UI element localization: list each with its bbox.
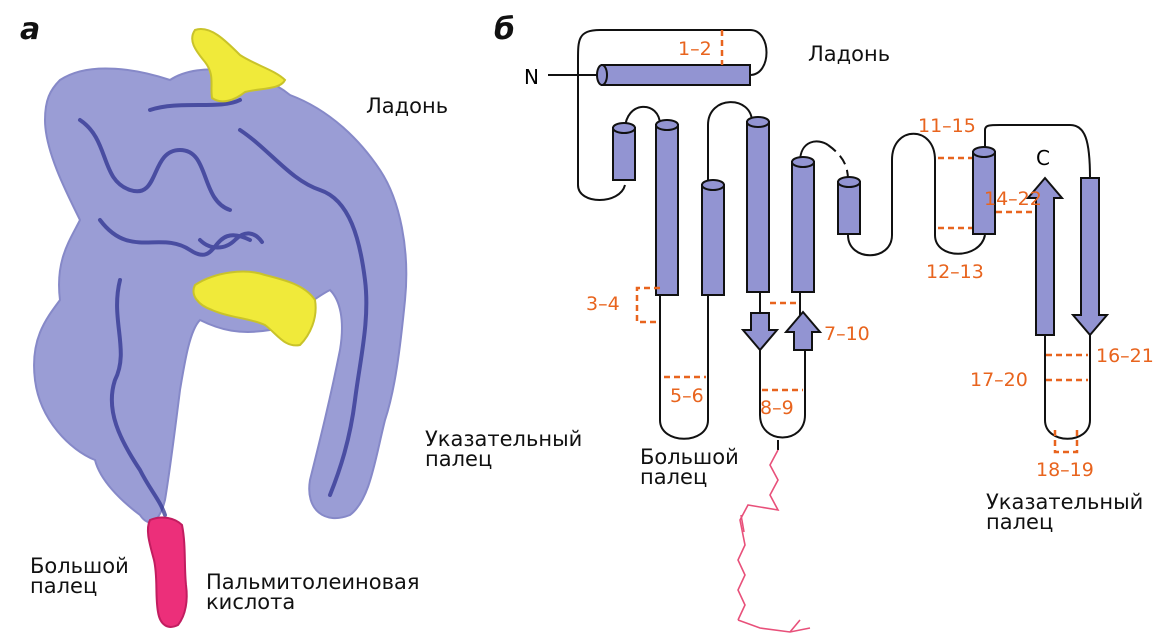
helix-6 (791, 156, 815, 293)
yellow-ligand-top (191, 28, 287, 103)
disulfide-label-17-20: 17–20 (970, 369, 1028, 391)
helix-2 (612, 122, 636, 181)
helix-4 (701, 179, 725, 296)
n-terminus-label: N (524, 65, 539, 89)
helix-7 (837, 176, 861, 235)
strand-down-index (1070, 177, 1110, 337)
disulfide-label-3-4: 3–4 (586, 293, 620, 315)
helix-8 (972, 146, 996, 235)
ribbon-backbone (78, 98, 369, 517)
strand-down-thumb (740, 312, 780, 352)
strand-up-index (1025, 176, 1065, 336)
disulfide-label-14-22: 14–22 (984, 188, 1042, 210)
palmitoleic-acid-label: Пальмитолеиновая кислота (206, 570, 420, 614)
disulfide-label-8-9: 8–9 (760, 397, 794, 419)
palm-label-b: Ладонь (808, 42, 891, 66)
panel-a: а Ладонь Указат (0, 0, 582, 637)
strands (740, 176, 1110, 352)
disulfide-bridges (635, 30, 1088, 454)
yellow-ligand-center (192, 270, 317, 347)
helices (596, 64, 996, 296)
panel-a-letter: а (20, 12, 41, 47)
panel-b-letter: б (494, 12, 515, 47)
index-finger-label-b: Указательный палец (986, 490, 1144, 534)
disulfide-label-12-13: 12–13 (926, 261, 984, 283)
protein-structure-figure (33, 28, 408, 628)
palmitoleic-acid-model (146, 516, 188, 628)
thumb-label-a: Большой палец (30, 554, 129, 598)
palmitoleic-acid-chain (737, 449, 811, 633)
helix-3 (655, 119, 679, 296)
panel-b: б (490, 0, 1173, 637)
disulfide-label-7-10: 7–10 (824, 323, 870, 345)
strand-up-thumb (783, 310, 823, 351)
c-terminus-label: C (1036, 146, 1050, 170)
disulfide-label-11-15: 11–15 (918, 115, 976, 137)
palm-label-a: Ладонь (366, 94, 449, 118)
disulfide-label-16-21: 16–21 (1096, 345, 1154, 367)
thumb-label-b: Большой палец (640, 445, 739, 489)
index-finger-label-a: Указательный палец (425, 427, 583, 471)
disulfide-label-1-2: 1–2 (678, 38, 712, 60)
disulfide-label-5-6: 5–6 (670, 385, 704, 407)
helix-5 (746, 116, 770, 293)
helix-1 (596, 64, 751, 86)
disulfide-label-18-19: 18–19 (1036, 459, 1094, 481)
topology-diagram: N C 1–2 3–4 5–6 7–10 8–9 11–15 12–13 14–… (524, 29, 1154, 633)
